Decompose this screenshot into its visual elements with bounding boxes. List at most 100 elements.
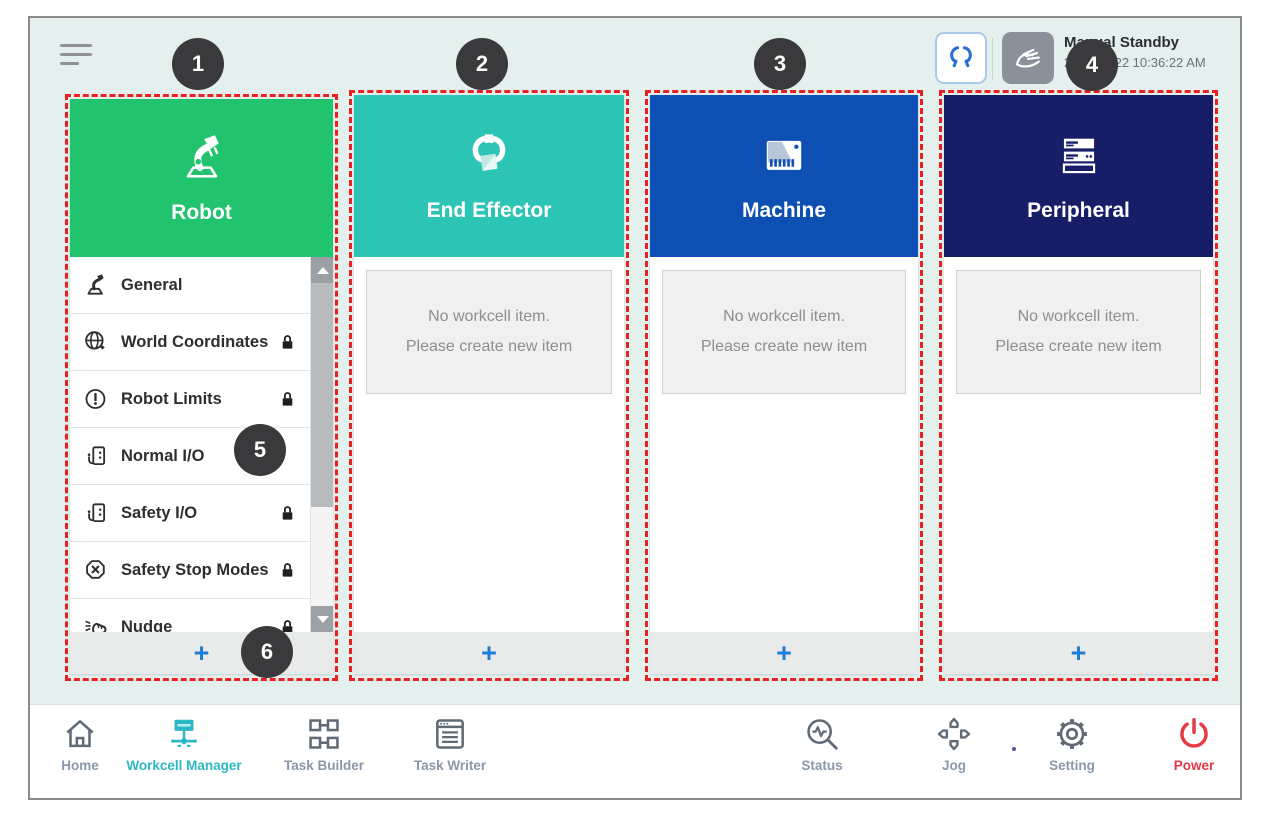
add-peripheral-item-button[interactable]: + <box>944 632 1213 674</box>
nav-label: Jog <box>941 758 966 773</box>
end-effector-body: No workcell item. Please create new item <box>354 257 624 632</box>
lock-icon <box>282 334 293 349</box>
safety-stop-icon <box>86 560 105 579</box>
empty-state: No workcell item. Please create new item <box>956 270 1201 394</box>
annotation-badge-4: 4 <box>1066 39 1118 91</box>
workcell-manager-icon <box>171 719 197 747</box>
peripheral-header[interactable]: Peripheral <box>944 95 1213 257</box>
column-title: Robot <box>171 201 232 224</box>
end-effector-icon <box>472 134 506 171</box>
lock-icon <box>282 562 293 577</box>
robot-header[interactable]: Robot <box>70 99 333 257</box>
empty-line-1: No workcell item. <box>1017 308 1140 326</box>
list-item-world-coordinates[interactable]: World Coordinates <box>70 314 310 371</box>
plus-icon: + <box>193 637 210 668</box>
robot-limits-icon <box>85 389 106 409</box>
nudge-icon <box>85 620 107 632</box>
peripheral-body: No workcell item. Please create new item <box>944 257 1213 632</box>
triangle-up-icon <box>316 266 329 274</box>
cursor-dot <box>1012 747 1016 751</box>
status-icon <box>807 719 838 750</box>
scroll-down-button[interactable] <box>311 606 333 632</box>
robot-item-list: General World Coordinates <box>70 257 333 632</box>
list-item-normal-io[interactable]: Normal I/O <box>70 428 310 485</box>
machine-header[interactable]: Machine <box>650 95 918 257</box>
scrollbar[interactable] <box>310 257 333 632</box>
empty-line-2: Please create new item <box>405 338 573 355</box>
empty-line-1: No workcell item. <box>723 308 845 326</box>
nav-setting[interactable]: Setting <box>1007 715 1137 773</box>
gripper-icon <box>950 46 972 68</box>
annotation-badge-1: 1 <box>172 38 224 90</box>
io-icon <box>87 446 106 466</box>
plus-icon: + <box>1070 637 1087 668</box>
workcell-column-end-effector: End Effector No workcell item. Please cr… <box>354 95 624 674</box>
list-item-label: Safety I/O <box>121 503 198 522</box>
peripheral-icon <box>1062 138 1095 174</box>
annotation-badge-3: 3 <box>754 38 806 90</box>
scroll-up-button[interactable] <box>311 257 333 283</box>
nav-status[interactable]: Status <box>757 715 887 773</box>
hamburger-menu-icon[interactable] <box>60 44 94 68</box>
lock-icon <box>282 619 293 632</box>
workcell-column-peripheral: Peripheral No workcell item. Please crea… <box>944 95 1213 674</box>
empty-line-2: Please create new item <box>995 338 1162 355</box>
jog-dpad-icon <box>937 717 971 751</box>
list-item-nudge[interactable]: Nudge <box>70 599 310 632</box>
lock-icon <box>282 505 293 520</box>
machine-body: No workcell item. Please create new item <box>650 257 918 632</box>
task-builder-icon <box>309 719 339 749</box>
list-item-safety-stop-modes[interactable]: Safety Stop Modes <box>70 542 310 599</box>
nav-label: Workcell Manager <box>126 758 242 773</box>
nav-label: Task Writer <box>413 758 487 773</box>
list-item-label: World Coordinates <box>121 332 269 351</box>
nav-label: Status <box>801 758 843 773</box>
nav-workcell-manager[interactable]: Workcell Manager <box>119 715 249 773</box>
column-title: Machine <box>741 199 827 222</box>
list-item-label: Nudge <box>121 617 173 633</box>
list-item-label: Robot Limits <box>121 389 222 408</box>
nav-label: Setting <box>1049 758 1095 773</box>
nav-jog[interactable]: Jog <box>889 715 1019 773</box>
nav-home[interactable]: Home <box>30 715 145 773</box>
nav-task-writer[interactable]: Task Writer <box>385 715 515 773</box>
workcell-column-robot: Robot General <box>70 99 333 674</box>
empty-state: No workcell item. Please create new item <box>662 270 906 394</box>
hand-icon <box>1016 48 1040 68</box>
lock-icon <box>282 391 293 406</box>
add-machine-item-button[interactable]: + <box>650 632 918 674</box>
annotation-badge-6: 6 <box>241 626 293 678</box>
empty-line-2: Please create new item <box>700 338 868 355</box>
general-icon <box>87 274 104 295</box>
nav-label: Task Builder <box>283 758 365 773</box>
list-item-label: General <box>121 275 183 294</box>
end-effector-header[interactable]: End Effector <box>354 95 624 257</box>
nav-label: Home <box>61 758 99 773</box>
add-robot-item-button[interactable]: + <box>70 632 333 674</box>
list-item-robot-limits[interactable]: Robot Limits <box>70 371 310 428</box>
hand-guide-button[interactable] <box>1002 32 1054 84</box>
plus-icon: + <box>776 637 792 668</box>
power-icon <box>1180 718 1208 748</box>
nav-label: Power <box>1173 758 1215 773</box>
annotation-badge-2: 2 <box>456 38 508 90</box>
scrollbar-thumb[interactable] <box>311 283 333 507</box>
list-item-label: Normal I/O <box>121 446 205 465</box>
task-writer-icon <box>436 719 464 749</box>
list-item-label: Safety Stop Modes <box>121 560 269 579</box>
home-icon <box>66 720 94 748</box>
setting-gear-icon <box>1057 719 1087 749</box>
workcell-column-machine: Machine No workcell item. Please create … <box>650 95 918 674</box>
robot-arm-icon <box>186 135 219 178</box>
column-title: End Effector <box>426 199 552 222</box>
robot-gripper-button[interactable] <box>935 32 987 84</box>
list-item-general[interactable]: General <box>70 257 310 314</box>
triangle-down-icon <box>316 615 329 623</box>
machine-icon <box>766 140 802 170</box>
list-item-safety-io[interactable]: Safety I/O <box>70 485 310 542</box>
nav-power[interactable]: Power <box>1129 715 1240 773</box>
nav-task-builder[interactable]: Task Builder <box>259 715 389 773</box>
annotation-badge-5: 5 <box>234 424 286 476</box>
add-end-effector-item-button[interactable]: + <box>354 632 624 674</box>
bottom-navigation: Home Workcell Manager Ta <box>30 704 1240 798</box>
